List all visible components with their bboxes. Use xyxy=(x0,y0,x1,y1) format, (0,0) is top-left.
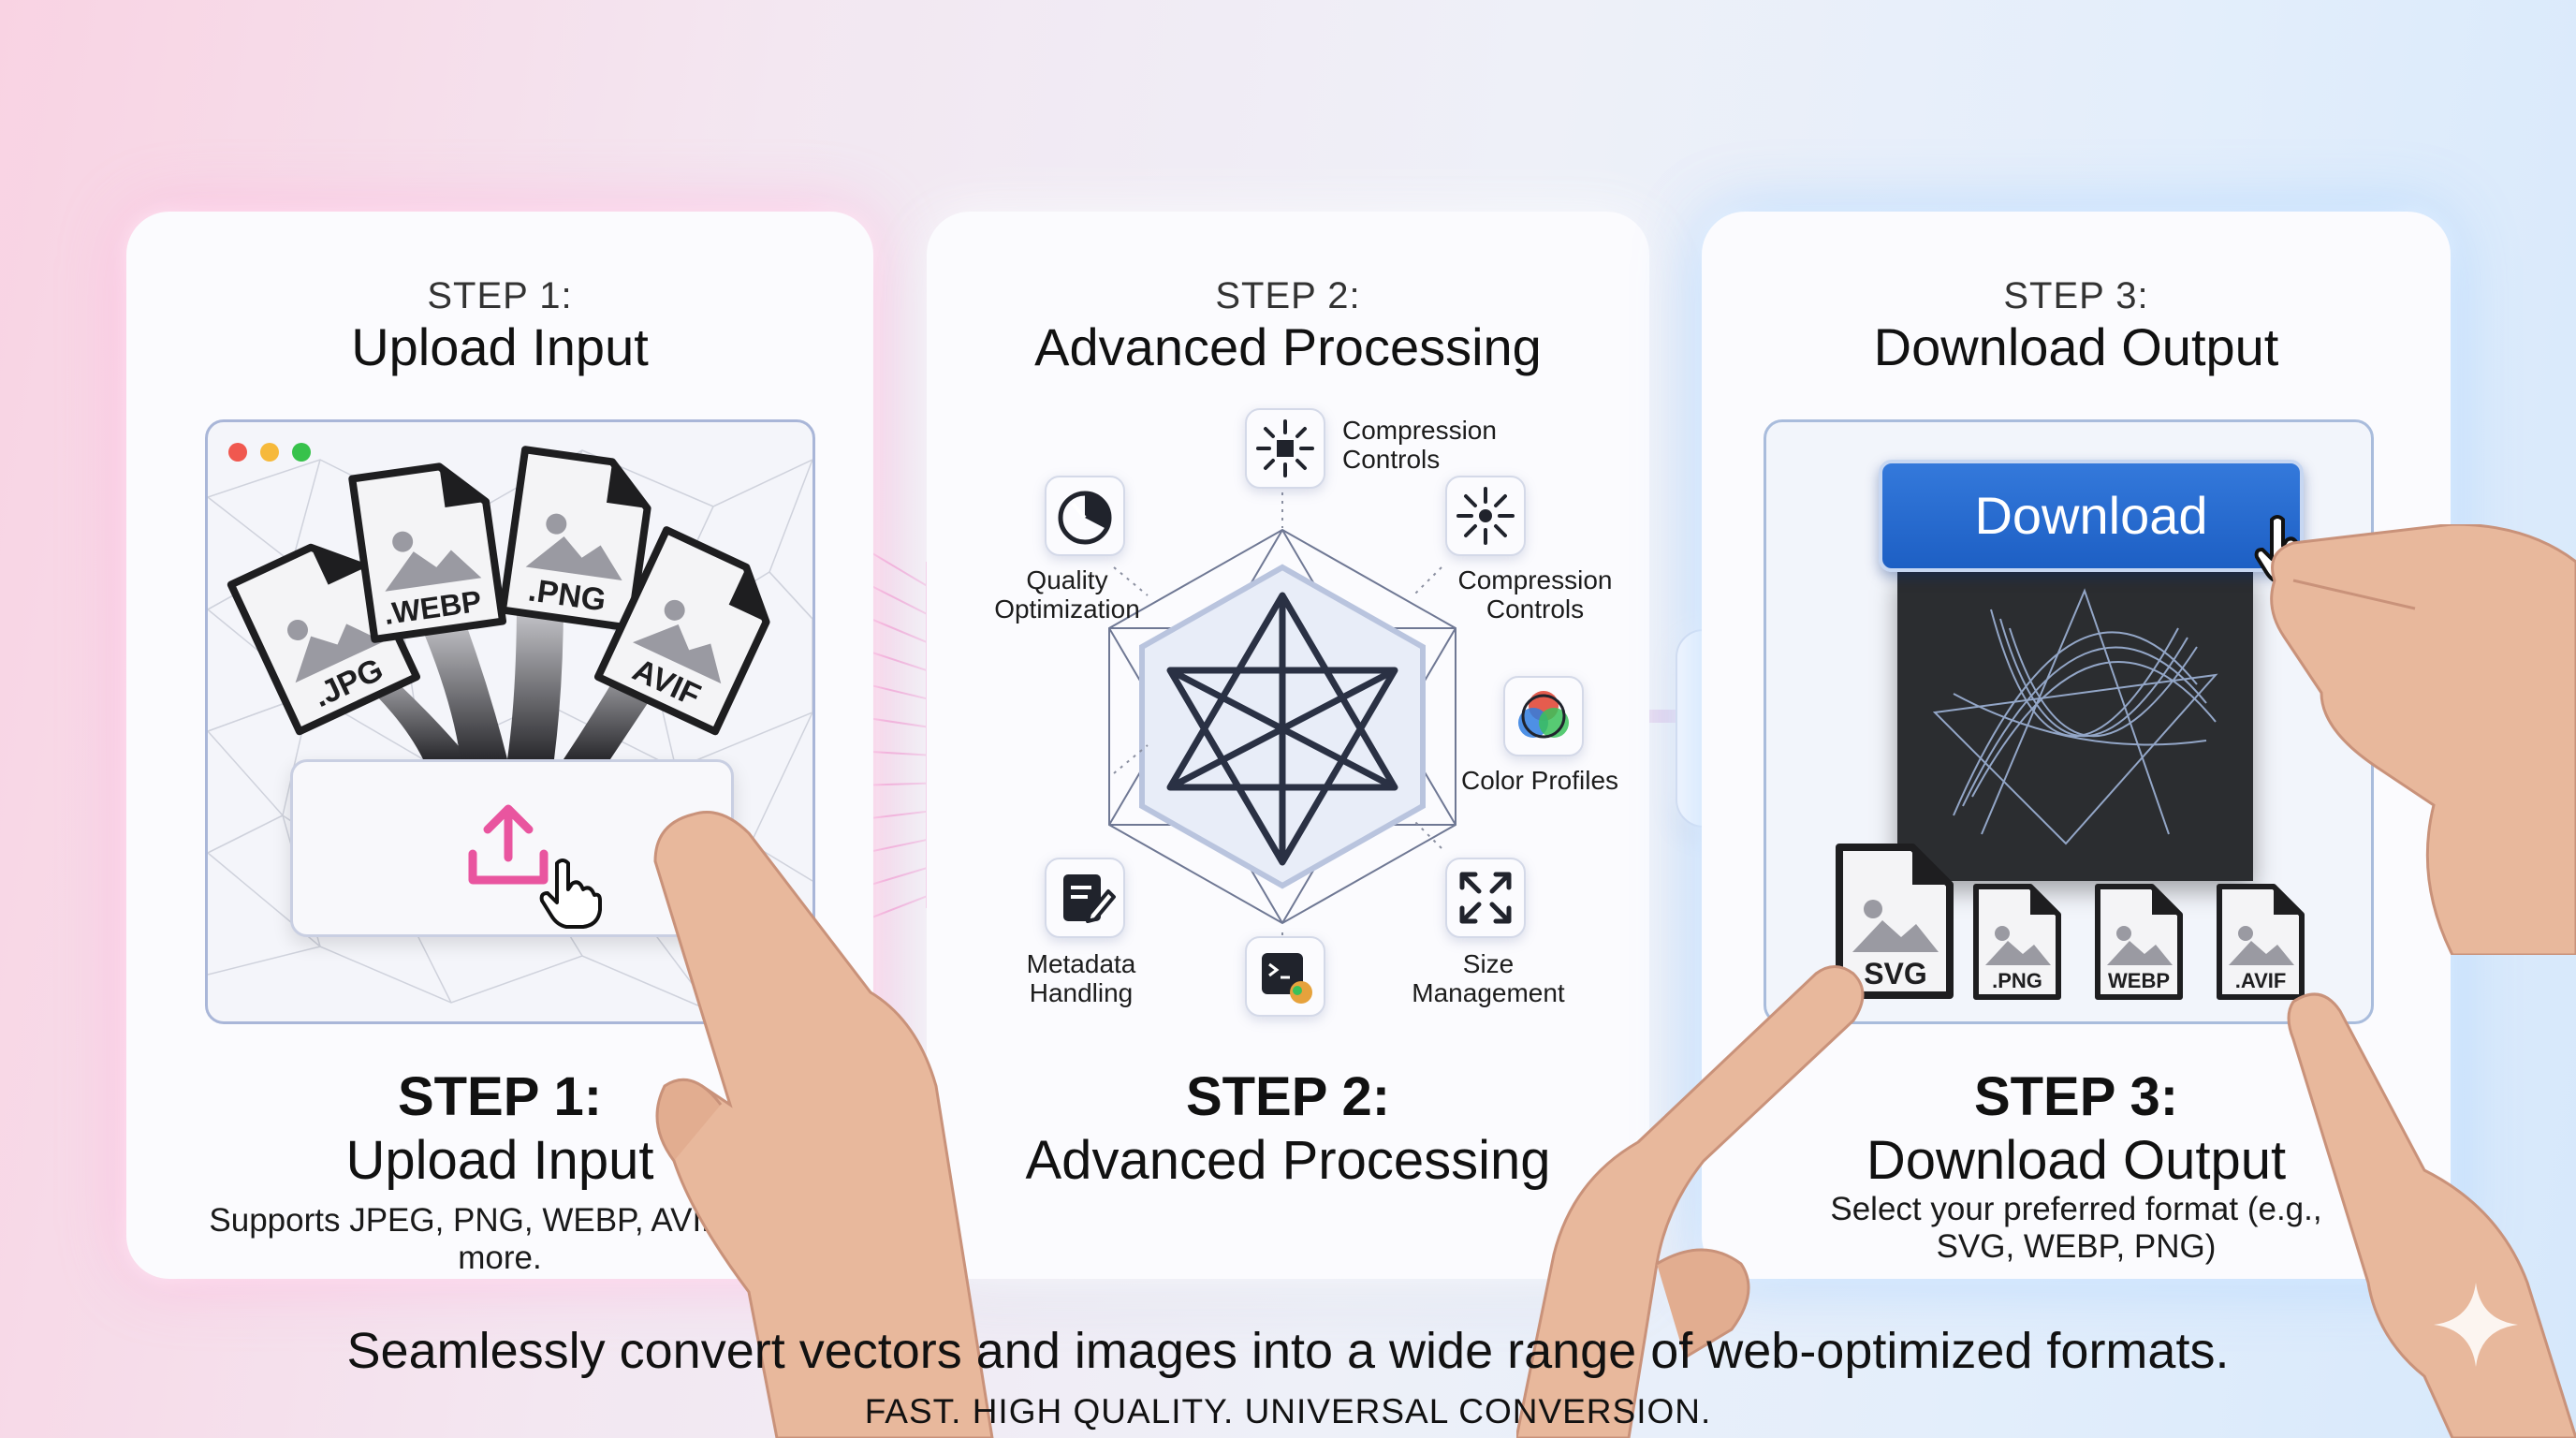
size-management-label: Size Management xyxy=(1412,949,1565,1007)
step-1-label-top: STEP 1: xyxy=(427,275,573,316)
step-1-title-bottom: Upload Input xyxy=(345,1130,654,1191)
compression-controls-top-label: Compression Controls xyxy=(1342,416,1497,474)
webp-format-option[interactable]: WEBP xyxy=(2094,883,2184,1005)
footer-tagline: Seamlessly convert vectors and images in… xyxy=(346,1323,2230,1379)
svg-text:.AVIF: .AVIF xyxy=(2235,969,2287,992)
step-2-card: STEP 2: Advanced Processing xyxy=(927,212,1649,1279)
color-profiles-label: Color Profiles xyxy=(1460,766,1619,795)
quality-optimization[interactable] xyxy=(1045,476,1125,556)
output-preview xyxy=(1897,572,2253,881)
hand-clicking-download xyxy=(2270,524,2576,955)
metadata-handling[interactable] xyxy=(1045,858,1125,938)
vector-artwork xyxy=(1932,588,2218,845)
size-expand-icon xyxy=(1459,872,1512,924)
upload-icon xyxy=(468,804,549,885)
footer-subtagline: FAST. HIGH QUALITY. UNIVERSAL CONVERSION… xyxy=(864,1392,1712,1431)
step-2-title-bottom: Advanced Processing xyxy=(1025,1130,1551,1191)
quality-optimization-label: Quality Optimization xyxy=(994,565,1140,624)
compression-controls-top[interactable] xyxy=(1245,408,1325,489)
avif-format-option[interactable]: .AVIF xyxy=(2216,883,2305,1005)
download-button[interactable]: Download xyxy=(1879,460,2304,572)
metadata-edit-icon xyxy=(1063,874,1116,923)
processing-hexagon xyxy=(1108,528,1456,925)
window-close-dot[interactable] xyxy=(228,443,247,462)
step-2-title-top: Advanced Processing xyxy=(1034,317,1542,376)
window-minimize-dot[interactable] xyxy=(260,443,279,462)
cursor-hand-icon xyxy=(539,858,602,929)
step-3-label-top: STEP 3: xyxy=(2003,275,2149,316)
avif-file-icon: AVIF xyxy=(589,522,791,743)
compression-controls-right-label: Compression Controls xyxy=(1457,565,1613,624)
color-profiles[interactable] xyxy=(1503,676,1584,756)
step-3-card: STEP 3: Download Output Download xyxy=(1702,212,2451,1279)
hand-pointing-upload xyxy=(653,811,994,1438)
svg-format-option[interactable]: SVG xyxy=(1834,842,1955,1005)
metadata-handling-label: Metadata Handling xyxy=(1026,949,1136,1007)
compression-icon xyxy=(1256,419,1314,477)
compression-controls-right[interactable] xyxy=(1445,476,1526,556)
step-3-label-bottom: STEP 3: xyxy=(1973,1066,2179,1127)
quality-gauge-icon xyxy=(1058,491,1112,545)
sparkle-icon xyxy=(2434,1283,2518,1367)
hand-pointing-svg xyxy=(1516,965,1865,1438)
compression-icon xyxy=(1456,487,1515,545)
step-3-title-top: Download Output xyxy=(1873,317,2279,376)
code-color-icon xyxy=(1262,953,1312,1004)
svg-text:.PNG: .PNG xyxy=(1992,969,2042,992)
step-3-title-bottom: Download Output xyxy=(1866,1130,2287,1191)
webp-file-icon: .WEBP xyxy=(346,454,510,650)
terminal-color-tool[interactable] xyxy=(1245,936,1325,1017)
png-format-option[interactable]: .PNG xyxy=(1972,883,2062,1005)
step-1-title-top: Upload Input xyxy=(351,317,649,376)
step-3-description: Select your preferred format (e.g., SVG,… xyxy=(1830,1191,2322,1265)
step-2-label-top: STEP 2: xyxy=(1215,275,1361,316)
color-profile-icon xyxy=(1518,691,1569,739)
download-panel: Download SVG .PNG xyxy=(1764,419,2374,1024)
size-management[interactable] xyxy=(1445,858,1526,938)
svg-text:SVG: SVG xyxy=(1864,957,1927,990)
png-file-icon: .PNG xyxy=(496,443,660,638)
svg-text:WEBP: WEBP xyxy=(2108,969,2170,992)
step-1-label-bottom: STEP 1: xyxy=(397,1066,603,1127)
window-maximize-dot[interactable] xyxy=(292,443,311,462)
step-2-label-bottom: STEP 2: xyxy=(1185,1066,1391,1127)
